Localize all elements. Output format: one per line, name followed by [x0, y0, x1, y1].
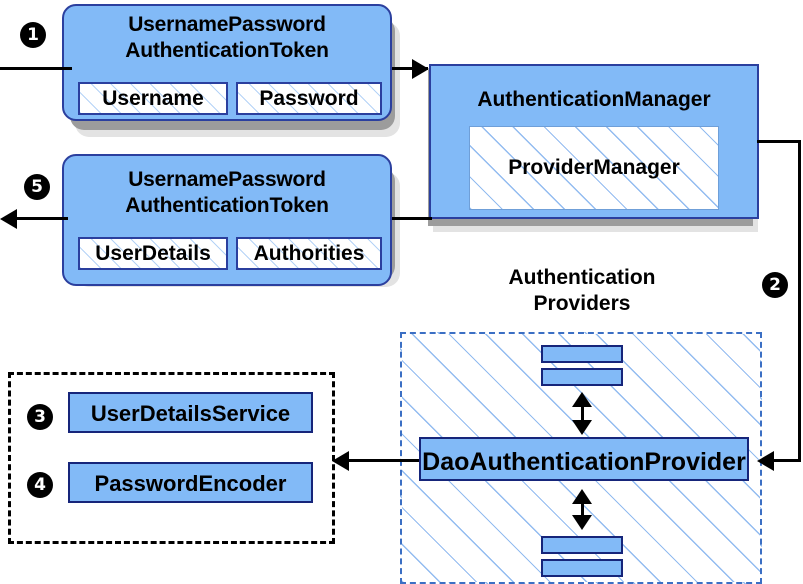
request-token-slot-username[interactable]: Username [78, 82, 228, 115]
response-token-slot-authorities-label: Authorities [253, 242, 365, 265]
request-token-title-line2: AuthenticationToken [125, 39, 329, 62]
manager-to-provider-line-top [757, 140, 801, 143]
manager-to-provider-line-bottom [772, 459, 801, 462]
provider-link-line-bottom [581, 495, 584, 521]
provider-placeholder-bar-4[interactable] [541, 559, 623, 577]
step-badge-2: 2 [762, 272, 788, 298]
provider-link-arrow-up-bottom [572, 489, 592, 504]
provider-placeholder-bar-1[interactable] [541, 345, 623, 363]
step-badge-1: 1 [20, 22, 46, 48]
userdetailsservice-label: UserDetailsService [90, 401, 291, 426]
incoming-request-line [0, 67, 72, 70]
request-token-box[interactable]: UsernamePassword AuthenticationToken Use… [62, 4, 392, 121]
providers-caption-line2: Providers [533, 292, 631, 315]
manager-to-response-token-line [392, 217, 432, 220]
request-token-slot-username-label: Username [102, 87, 204, 110]
userdetailsservice-box[interactable]: UserDetailsService [68, 392, 313, 433]
passwordencoder-label: PasswordEncoder [94, 471, 287, 496]
dao-to-dependencies-arrowhead [332, 451, 349, 471]
provider-link-line-top [581, 398, 584, 426]
provider-manager-box[interactable]: ProviderManager [469, 126, 719, 210]
request-token-slot-password[interactable]: Password [236, 82, 382, 115]
step-badge-4: 4 [27, 472, 53, 498]
manager-to-provider-arrowhead [757, 451, 774, 471]
manager-to-provider-line-vertical [798, 140, 801, 460]
request-token-title-line1: UsernamePassword [128, 13, 326, 36]
response-token-out-line [10, 217, 68, 220]
response-token-slot-authorities[interactable]: Authorities [236, 237, 382, 270]
response-token-title-line2: AuthenticationToken [125, 194, 329, 217]
dao-authentication-provider-box[interactable]: DaoAuthenticationProvider [419, 437, 749, 481]
request-token-slot-password-label: Password [259, 87, 359, 110]
response-out-arrowhead [0, 209, 17, 229]
authentication-manager-title: AuthenticationManager [477, 88, 711, 111]
provider-link-arrow-down-bottom [572, 515, 592, 530]
provider-placeholder-bar-3[interactable] [541, 536, 623, 554]
provider-link-arrow-up-top [572, 392, 592, 407]
passwordencoder-box[interactable]: PasswordEncoder [68, 462, 313, 503]
step-badge-5: 5 [24, 174, 50, 200]
provider-placeholder-bar-2[interactable] [541, 368, 623, 386]
provider-manager-label: ProviderManager [508, 156, 680, 179]
step-badge-3: 3 [27, 404, 53, 430]
authentication-manager-box[interactable]: AuthenticationManager ProviderManager [429, 64, 759, 219]
response-token-slot-userdetails[interactable]: UserDetails [78, 237, 228, 270]
response-token-box[interactable]: UsernamePassword AuthenticationToken Use… [62, 154, 392, 286]
dao-to-dependencies-line [347, 459, 419, 462]
response-token-title-line1: UsernamePassword [128, 168, 326, 191]
dao-authentication-provider-label: DaoAuthenticationProvider [422, 448, 746, 476]
token-to-manager-line [392, 67, 428, 70]
token-to-manager-arrowhead [412, 59, 429, 79]
provider-link-arrow-down-top [572, 420, 592, 435]
response-token-slot-userdetails-label: UserDetails [95, 242, 211, 265]
providers-caption-line1: Authentication [508, 266, 656, 289]
